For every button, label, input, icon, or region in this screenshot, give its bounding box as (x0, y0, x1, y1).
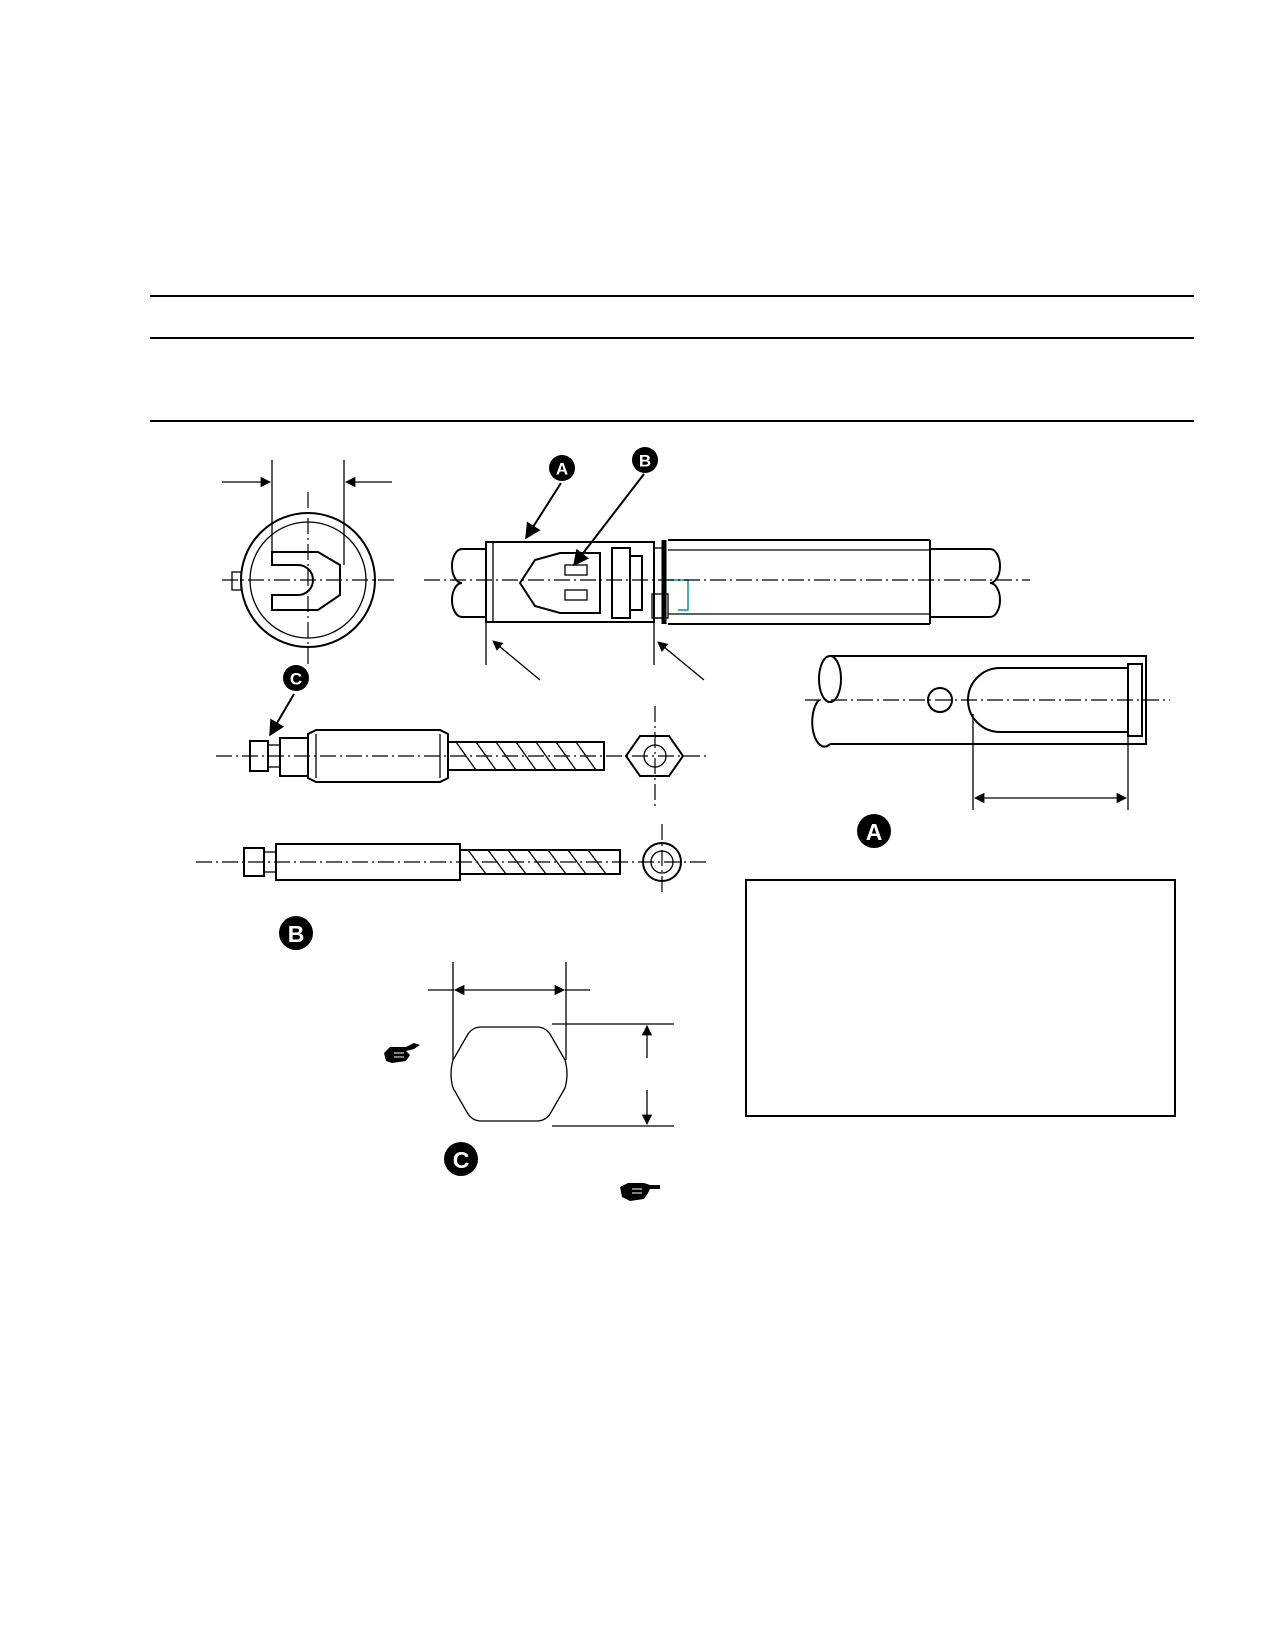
cyan-detail (668, 579, 689, 611)
callout-pointers (269, 473, 645, 737)
screw-upper-thread-lines (455, 741, 597, 771)
pipe-stub-right (930, 548, 1001, 618)
callout-a-pointer: A (549, 455, 575, 481)
detail-a-label-text: A (866, 819, 883, 845)
detail-b-screw-upper (216, 706, 710, 808)
ref-arrow-left (492, 640, 541, 681)
end-view (222, 460, 394, 668)
pointer-a (525, 482, 562, 540)
callout-c-pointer: C (283, 665, 309, 691)
detail-a-pipe (805, 655, 1170, 810)
assembly-side-view (424, 539, 1030, 681)
pointing-hand-icon (620, 1183, 660, 1201)
pointer-c (269, 693, 295, 737)
detail-b-screw-lower (196, 824, 706, 896)
detail-a-pipe-end-lower (811, 699, 831, 748)
detail-b-label: B (279, 916, 313, 950)
detail-a-pipe-end-upper (818, 655, 842, 703)
inner-pin-upper (564, 564, 588, 576)
callout-a-pointer-text: A (556, 460, 568, 479)
inner-collar (611, 547, 631, 619)
detail-c-label: C (444, 1142, 478, 1176)
callout-b-pointer-text: B (639, 452, 651, 471)
callout-b-pointer: B (632, 447, 658, 473)
detail-a-hole (927, 687, 953, 713)
callout-c-pointer-text: C (290, 670, 302, 689)
detail-b-label-text: B (288, 921, 305, 947)
screw-upper-nut-end-view (624, 735, 685, 777)
inner-cutter (518, 552, 601, 614)
inner-pin-lower (564, 589, 588, 601)
detail-c-hex-shape (450, 1026, 568, 1122)
detail-c-hexagon (428, 962, 674, 1127)
header-rules (150, 295, 1194, 422)
inner-collar-2 (629, 555, 643, 611)
pointing-hand-icon (384, 1043, 420, 1063)
lower-block (651, 593, 669, 619)
ref-arrow-right (657, 641, 705, 681)
end-view-slotted-hex (271, 551, 341, 611)
screw-upper-hex-body (307, 729, 449, 783)
pipe-stub-left (451, 548, 486, 618)
pointer-b (573, 473, 645, 567)
detail-c-label-text: C (453, 1147, 470, 1173)
detail-a-label: A (857, 814, 891, 848)
end-view-set-screw (231, 571, 242, 591)
screw-lower-thread-lines (467, 849, 607, 875)
screw-lower-thread (459, 849, 621, 875)
screw-upper-thread (447, 741, 605, 771)
screw-upper-collar (279, 737, 309, 777)
note-box (745, 879, 1176, 1117)
